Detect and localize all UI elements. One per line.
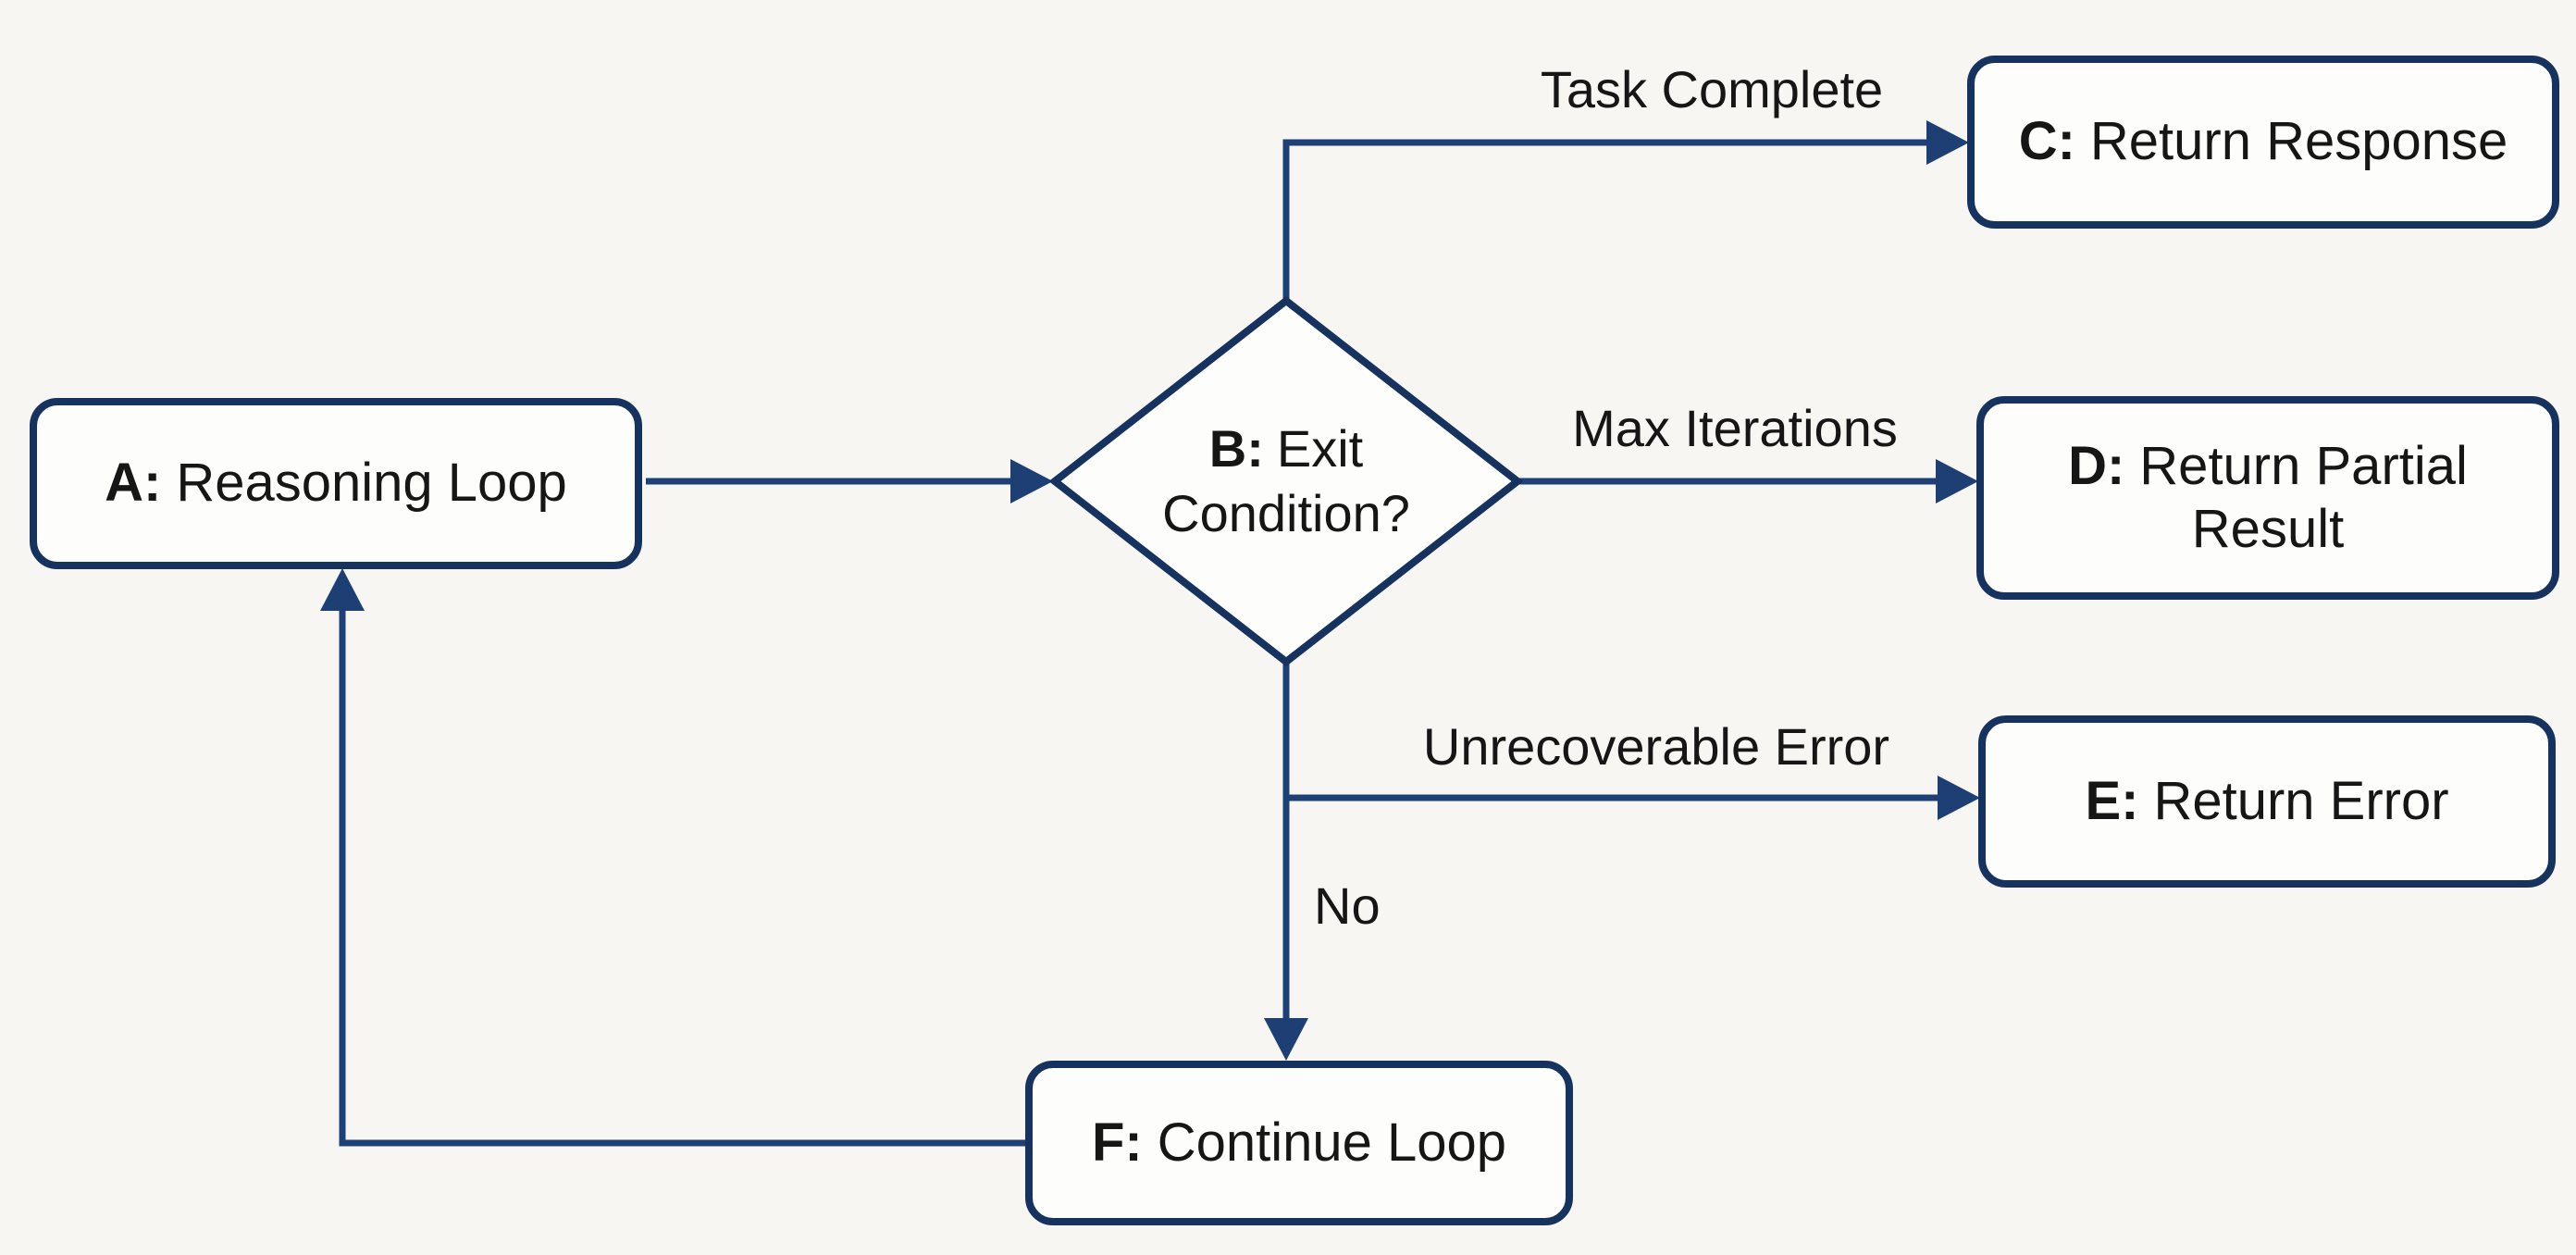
edge-b-to-c-line bbox=[1282, 139, 1926, 305]
node-e-text: E:Return Error bbox=[2085, 770, 2448, 833]
arrowhead-into-a bbox=[320, 568, 365, 611]
edge-label-max-iterations: Max Iterations bbox=[1572, 399, 1898, 457]
node-d-return-partial-result: D:Return Partial Result bbox=[1976, 396, 2559, 600]
node-b-label-line2: Condition? bbox=[1162, 484, 1410, 542]
node-b-exit-condition: B:Exit Condition? bbox=[1064, 366, 1508, 597]
node-a-label: Reasoning Loop bbox=[176, 453, 567, 514]
node-c-return-response: C:Return Response bbox=[1967, 56, 2559, 229]
node-f-continue-loop: F:Continue Loop bbox=[1025, 1061, 1573, 1225]
edge-label-task-complete: Task Complete bbox=[1540, 60, 1884, 118]
node-d-label: Return Partial Result bbox=[2139, 435, 2468, 559]
edge-a-to-b bbox=[646, 459, 1053, 503]
edge-b-to-d bbox=[1514, 459, 1978, 503]
arrowhead-into-d bbox=[1936, 459, 1978, 503]
node-c-label: Return Response bbox=[2089, 111, 2508, 172]
node-e-return-error: E:Return Error bbox=[1978, 715, 2556, 888]
node-e-prefix: E: bbox=[2085, 770, 2139, 831]
edge-b-to-e bbox=[1286, 776, 1980, 820]
arrowhead-into-c bbox=[1926, 120, 1969, 165]
node-a-text: A:Reasoning Loop bbox=[105, 452, 567, 515]
decision-diamond-shape bbox=[1048, 295, 1524, 667]
arrowhead-into-e bbox=[1938, 776, 1980, 820]
edge-b-to-f bbox=[1264, 657, 1308, 1061]
edge-f-to-a bbox=[320, 568, 1029, 1147]
node-f-text: F:Continue Loop bbox=[1092, 1112, 1506, 1174]
edge-b-to-c bbox=[1282, 120, 1969, 305]
node-c-prefix: C: bbox=[2018, 111, 2075, 172]
edge-label-no: No bbox=[1314, 876, 1381, 935]
node-f-prefix: F: bbox=[1091, 1112, 1143, 1173]
node-d-text: D:Return Partial Result bbox=[2010, 435, 2526, 562]
arrowhead-into-b bbox=[1010, 459, 1053, 503]
edge-label-unrecoverable-error: Unrecoverable Error bbox=[1422, 717, 1890, 776]
node-b-line1: B:Exit bbox=[1209, 416, 1363, 481]
node-b-label-line1: Exit bbox=[1276, 419, 1364, 478]
node-b-prefix: B: bbox=[1208, 419, 1264, 478]
node-c-text: C:Return Response bbox=[2019, 110, 2508, 173]
node-f-label: Continue Loop bbox=[1157, 1112, 1507, 1173]
arrowhead-into-f bbox=[1264, 1018, 1308, 1061]
edge-f-to-a-line bbox=[339, 611, 1029, 1147]
node-a-reasoning-loop: A:Reasoning Loop bbox=[30, 398, 642, 569]
node-d-prefix: D: bbox=[2068, 435, 2125, 496]
node-a-prefix: A: bbox=[105, 453, 162, 514]
node-e-label: Return Error bbox=[2153, 770, 2449, 831]
